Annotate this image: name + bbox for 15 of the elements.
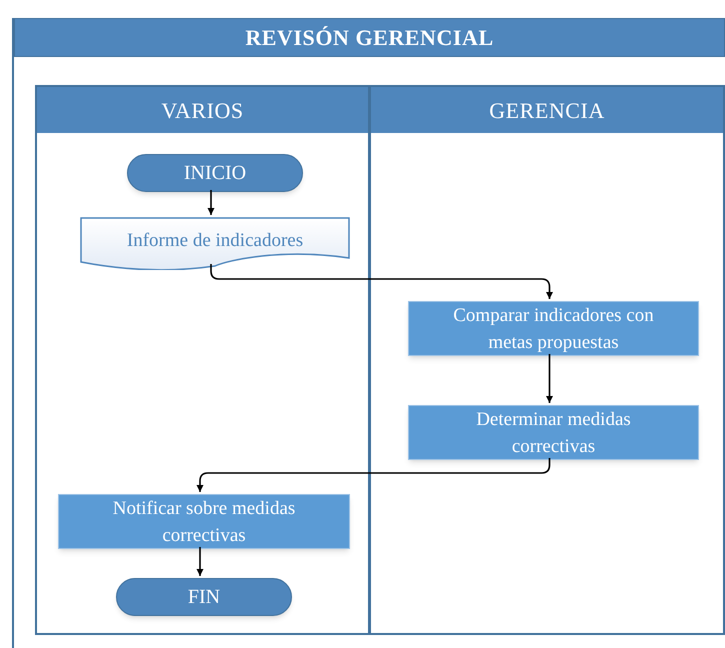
- process-box: Notificar sobre medidas correctivas: [58, 494, 350, 549]
- terminator-shape: FIN: [116, 578, 292, 616]
- process-box: Determinar medidas correctivas: [408, 405, 699, 460]
- terminator-shape: INICIO: [127, 154, 303, 192]
- lane-header: GERENCIA: [371, 87, 723, 133]
- arrow: [196, 547, 204, 576]
- arrow: [208, 190, 214, 215]
- swimlane: [369, 85, 725, 635]
- swimlane: [35, 85, 370, 635]
- process-box: Comparar indicadores con metas propuestas: [408, 301, 699, 356]
- lane-header: VARIOS: [37, 87, 368, 133]
- pool-header: REVISÓN GERENCIAL: [14, 18, 725, 57]
- arrow: [546, 354, 553, 403]
- document-shape: Informe de indicadores: [80, 217, 350, 270]
- swimlane-pool: [12, 18, 725, 648]
